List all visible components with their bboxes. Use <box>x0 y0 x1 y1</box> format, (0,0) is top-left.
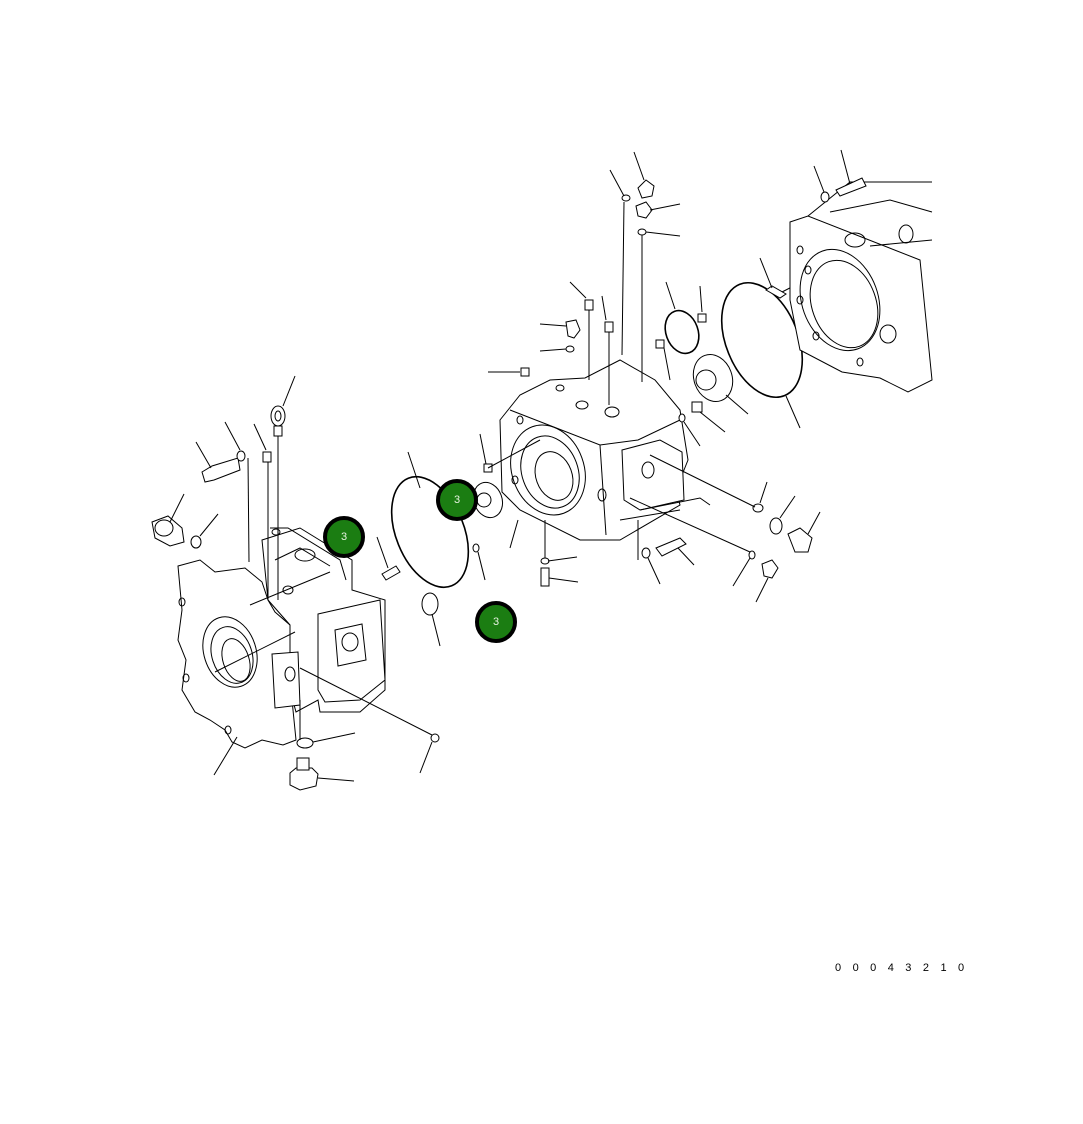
callout-marker-3[interactable]: 3 <box>323 516 365 558</box>
rear-hardware <box>151 375 486 791</box>
front-housing <box>720 149 933 429</box>
drawing-number: 0 0 0 4 3 2 1 0 <box>835 962 969 974</box>
callout-label: 3 <box>492 616 500 628</box>
callout-marker-3[interactable]: 3 <box>475 601 517 643</box>
center-hardware <box>472 151 821 603</box>
callout-marker-3[interactable]: 3 <box>436 479 478 521</box>
callout-label: 3 <box>453 494 461 506</box>
callout-label: 3 <box>340 531 348 543</box>
rear-housing <box>177 527 386 749</box>
center-housing <box>499 359 711 541</box>
